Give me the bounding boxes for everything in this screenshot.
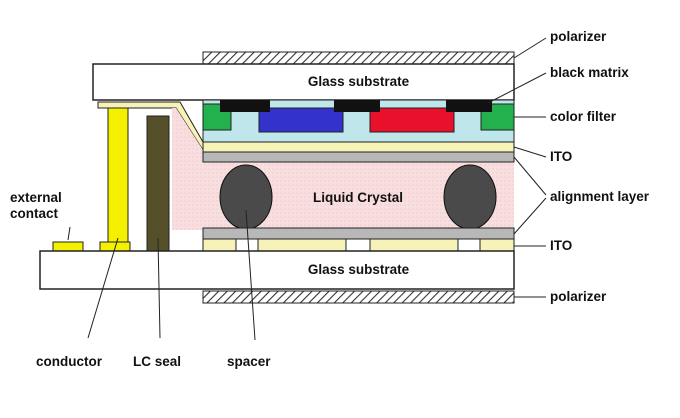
- conductor-column: [107, 107, 129, 252]
- alignment-layer-label: alignment layer: [550, 189, 650, 204]
- liquid-crystal-label: Liquid Crystal: [312, 190, 403, 205]
- ito-bottom-label: ITO: [550, 238, 573, 253]
- polarizer-top-label: polarizer: [550, 29, 607, 44]
- ito-top-label: ITO: [550, 149, 573, 164]
- external-contact-label: external contact: [10, 190, 62, 221]
- polarizer-bottom-label: polarizer: [550, 289, 607, 304]
- conductor-label: conductor: [36, 354, 102, 369]
- glass-substrate-top: [92, 63, 515, 101]
- lc-side-region: [172, 108, 203, 230]
- callout-lines-right: [487, 37, 547, 298]
- color-filter-label: color filter: [550, 109, 617, 124]
- alignment-layer-bottom: [202, 227, 515, 240]
- color-filter-blue: [258, 107, 344, 133]
- glass-substrate-top-label: Glass substrate: [307, 74, 410, 89]
- polarizer-bottom: [202, 290, 515, 304]
- black-matrix-3: [446, 100, 492, 112]
- lc-seal-label: LC seal: [133, 354, 182, 369]
- spacer-right: [443, 164, 497, 230]
- spacer-left: [219, 164, 273, 230]
- black-matrix-label: black matrix: [550, 65, 629, 80]
- ito-top: [202, 141, 515, 153]
- glass-substrate-bottom-label: Glass substrate: [307, 262, 410, 277]
- glass-substrate-bottom: [39, 250, 515, 290]
- callout-lines-bottom: [67, 209, 256, 341]
- color-filter-red: [369, 107, 455, 133]
- alignment-layer-top: [202, 151, 515, 163]
- black-matrix-1: [220, 100, 270, 112]
- black-matrix-2: [334, 100, 380, 112]
- contact-pad-left: [52, 241, 84, 252]
- spacer-label: spacer: [227, 354, 271, 369]
- polarizer-top: [202, 51, 515, 65]
- lc-seal-column: [146, 115, 170, 252]
